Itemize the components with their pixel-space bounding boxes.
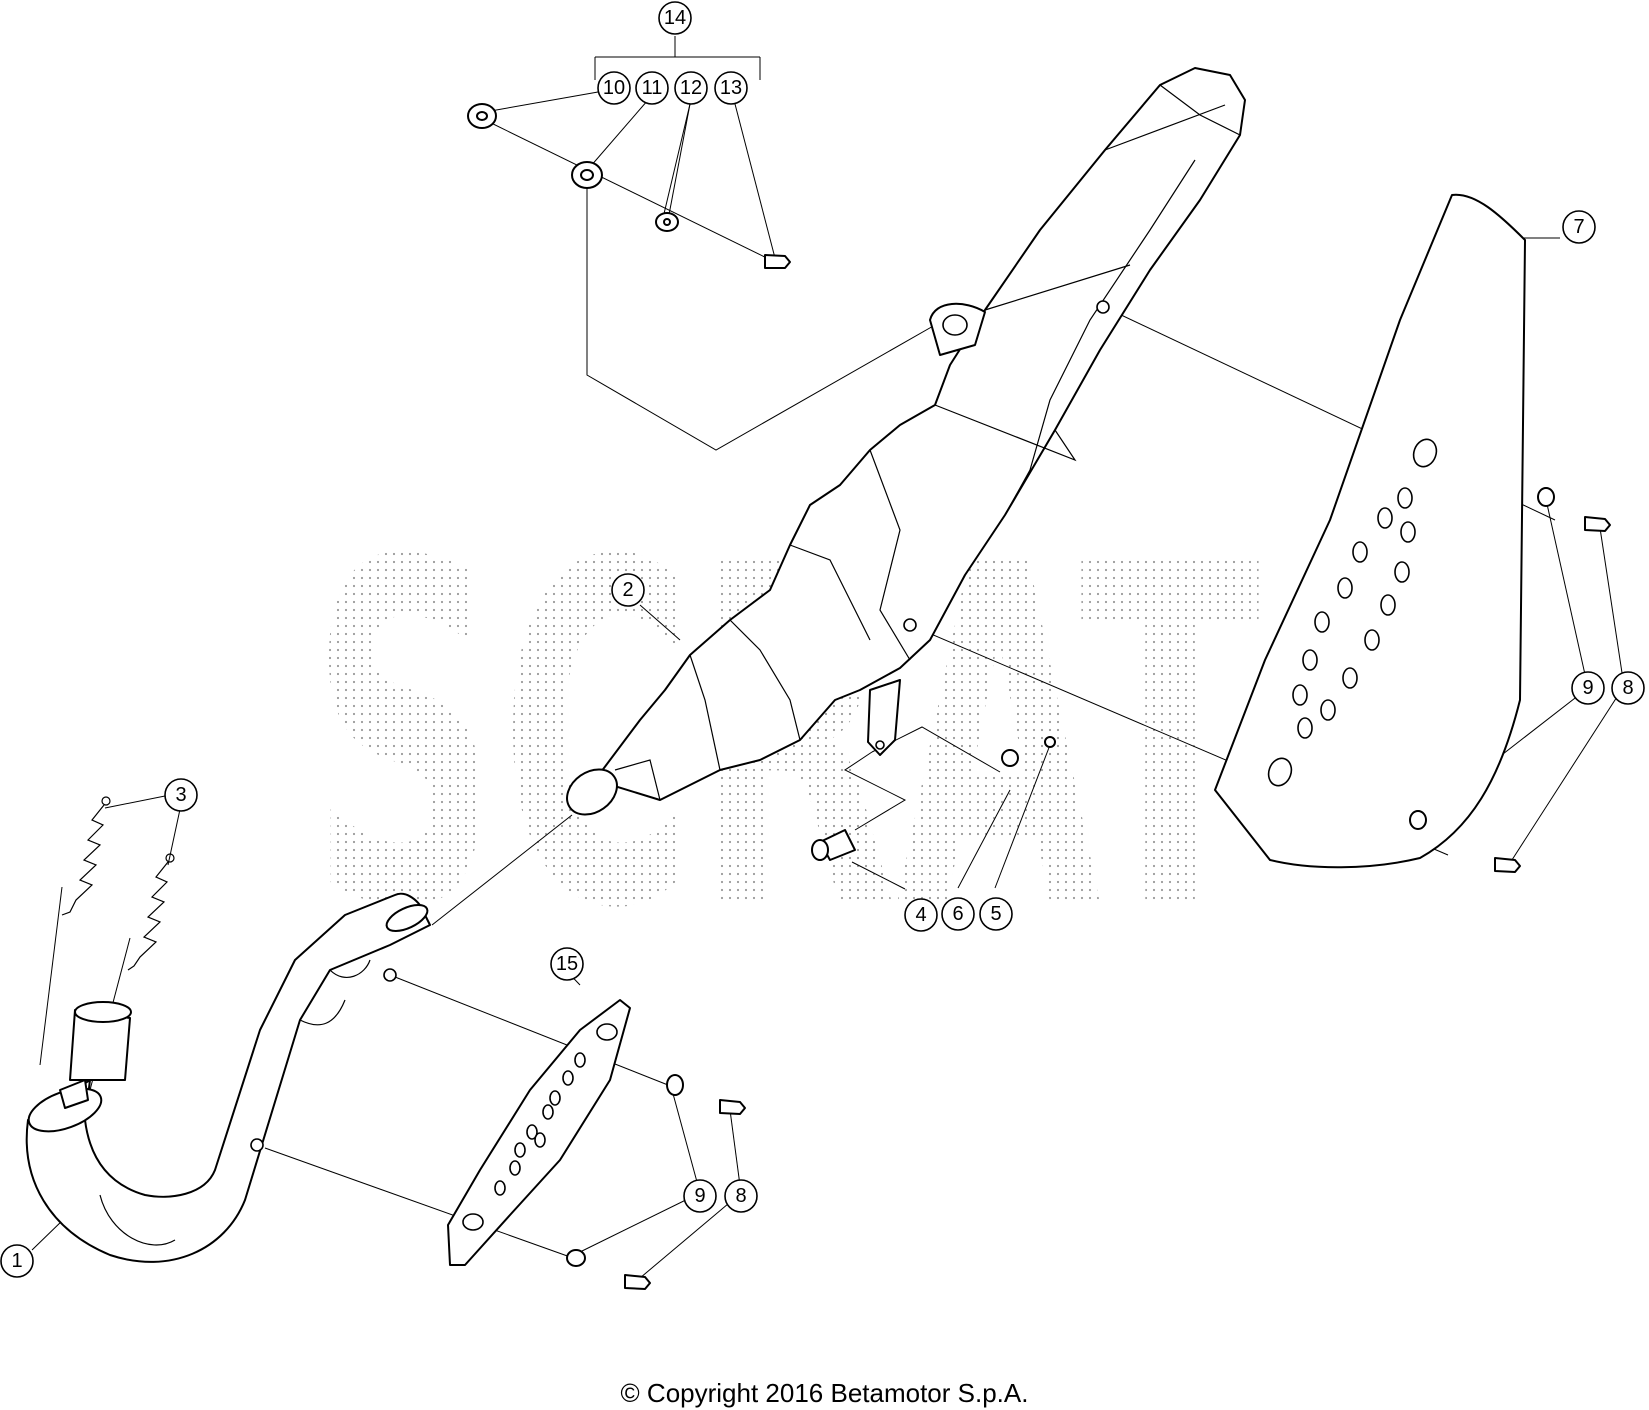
callout-10-label: 10 <box>603 77 625 99</box>
callout-14: 14 <box>658 1 692 35</box>
heat-shield <box>1214 193 1526 869</box>
callout-15: 15 <box>550 947 584 981</box>
callout-4-label: 4 <box>915 904 926 926</box>
callout-2-label: 2 <box>622 579 633 601</box>
callouts: 14 10 11 12 13 7 2 9 <box>0 1 1645 1278</box>
callout-9-right-label: 9 <box>1582 677 1593 699</box>
callout-9-right: 9 <box>1571 671 1605 705</box>
callout-10: 10 <box>597 71 631 105</box>
callout-12: 12 <box>674 71 708 105</box>
copyright-notice: © Copyright 2016 Betamotor S.p.A. <box>620 1378 1029 1408</box>
callout-9-lower: 9 <box>683 1179 717 1213</box>
callout-7: 7 <box>1562 210 1596 244</box>
callout-8-right-label: 8 <box>1622 677 1633 699</box>
callout-9-lower-label: 9 <box>694 1185 705 1207</box>
callout-1: 1 <box>0 1244 34 1278</box>
callout-1-label: 1 <box>11 1250 22 1272</box>
callout-4: 4 <box>904 898 938 932</box>
callout-7-label: 7 <box>1573 216 1584 238</box>
callout-8-lower-label: 8 <box>735 1185 746 1207</box>
heat-shield-vent-holes <box>1292 487 1416 739</box>
springs <box>61 796 175 971</box>
callout-14-label: 14 <box>664 7 686 29</box>
exhaust-pipe <box>25 892 431 1263</box>
leader-lines <box>31 36 1625 1279</box>
callout-8-lower: 8 <box>724 1179 758 1213</box>
silencer <box>566 67 1246 816</box>
hardware <box>467 103 1611 1290</box>
callout-13: 13 <box>714 71 748 105</box>
callout-3: 3 <box>164 778 198 812</box>
callout-11-label: 11 <box>642 77 663 99</box>
callout-3-label: 3 <box>175 784 186 806</box>
callout-5: 5 <box>979 897 1013 931</box>
callout-11: 11 <box>635 71 669 105</box>
callout-5-label: 5 <box>990 903 1001 925</box>
callout-13-label: 13 <box>720 77 742 99</box>
callout-12-label: 12 <box>680 77 702 99</box>
lower-guard <box>447 999 631 1266</box>
callout-6-label: 6 <box>952 903 963 925</box>
callout-15-label: 15 <box>556 953 578 975</box>
callout-2: 2 <box>611 573 645 607</box>
callout-8-right: 8 <box>1611 671 1645 705</box>
callout-6: 6 <box>941 897 975 931</box>
